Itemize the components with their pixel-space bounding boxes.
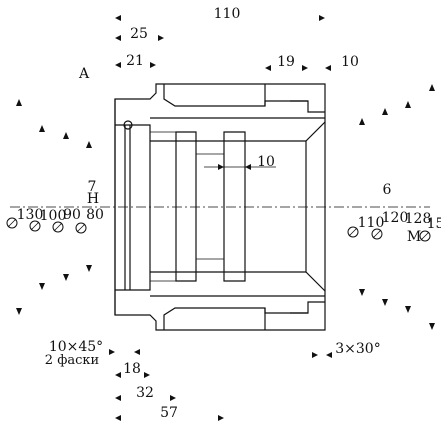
dim-25: 25 <box>130 26 148 42</box>
diameter-icon <box>29 220 41 232</box>
diameter-icon <box>52 221 64 233</box>
dim-10-top: 10 <box>341 54 359 70</box>
diameter-label: 150 <box>427 216 441 232</box>
surface-label-m: М <box>407 229 421 245</box>
dim-19: 19 <box>277 54 295 70</box>
diameter-label: 130 <box>17 207 44 223</box>
diameter-label: 110 <box>358 215 385 231</box>
dim-32: 32 <box>136 385 154 401</box>
dim-110: 110 <box>214 6 241 22</box>
diameter-icon <box>347 226 359 238</box>
surface-label-a: А <box>79 66 90 82</box>
diameter-icon <box>419 230 431 242</box>
diameter-label: 90 <box>63 207 81 223</box>
dim-10-bore: 10 <box>257 154 275 170</box>
dim-21: 21 <box>126 53 144 69</box>
diameter-icon <box>6 217 18 229</box>
dimension-arrows <box>16 15 435 421</box>
dim-18: 18 <box>123 361 141 377</box>
surface-label-h-number: 7 <box>88 179 97 195</box>
dim-57: 57 <box>160 405 178 421</box>
chamfer-left-size: 10×45° <box>49 339 103 355</box>
diameter-label: 128 <box>405 211 432 227</box>
diameter-icon <box>75 222 87 234</box>
diameter-label: 80 <box>86 207 104 223</box>
dimension-labels: 110 25 21 19 10 10 18 32 57 10×45° 2 фас… <box>17 6 441 421</box>
chamfer-right: 3×30° <box>335 341 380 357</box>
surface-label-p-number: 6 <box>383 182 392 198</box>
diameter-label: 100 <box>40 208 67 224</box>
diameter-label: 120 <box>382 210 409 226</box>
diameter-symbols <box>6 217 431 242</box>
diameter-icon <box>371 228 383 240</box>
surface-label-h: Н <box>87 191 99 207</box>
chamfer-left-count: 2 фаски <box>45 353 99 368</box>
